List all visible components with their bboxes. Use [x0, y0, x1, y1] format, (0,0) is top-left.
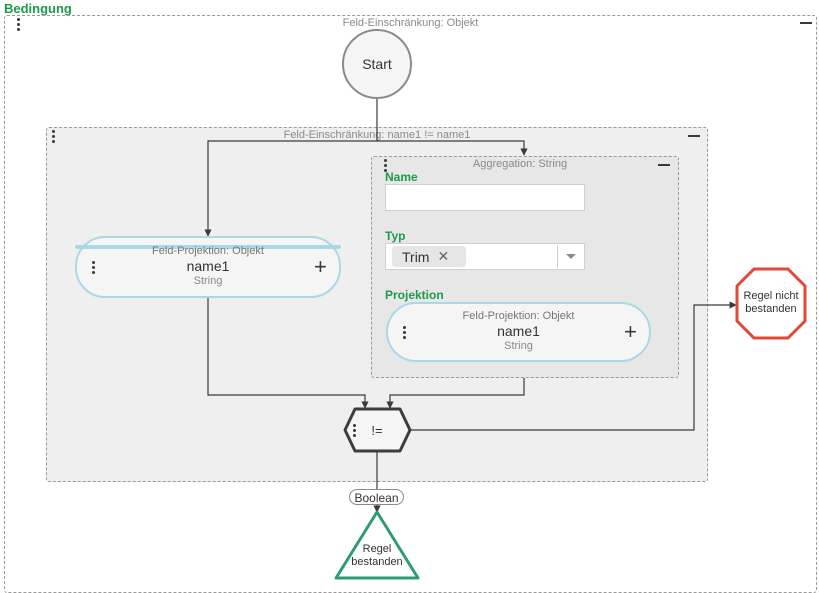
aggregation-projection-name: name1: [497, 323, 540, 339]
aggregation-projection-labels: Feld-Projektion: Objekt name1 String: [386, 310, 651, 352]
outer-constraint-title: Feld-Einschränkung: Objekt: [342, 17, 479, 29]
start-label: Start: [362, 56, 392, 72]
left-projection-menu-icon[interactable]: [90, 261, 96, 274]
start-node: [342, 29, 412, 99]
inner-menu-icon[interactable]: [50, 130, 56, 143]
outer-collapse-icon[interactable]: [800, 22, 812, 24]
typ-chip: Trim ✕: [392, 246, 466, 267]
fail-node: [735, 267, 807, 340]
aggregation-projection-add-icon[interactable]: +: [624, 319, 637, 344]
aggregation-projection-title: Feld-Projektion: Objekt: [462, 310, 575, 322]
left-projection-name: name1: [186, 258, 230, 274]
typ-label: Typ: [385, 229, 406, 243]
aggregation-menu-icon[interactable]: [382, 159, 388, 172]
left-projection-title: Feld-Projektion: Objekt: [152, 245, 264, 257]
select-divider: [557, 245, 558, 268]
left-projection-add-icon[interactable]: +: [314, 254, 327, 279]
inner-collapse-icon[interactable]: [688, 135, 700, 137]
left-projection-labels: Feld-Projektion: Objekt name1 String: [75, 245, 341, 287]
condition-heading: Bedingung: [4, 1, 72, 16]
connector-split-left: [204, 140, 377, 237]
pass-node: [334, 510, 420, 580]
aggregation-projection-type: String: [504, 340, 533, 352]
aggregation-title: Aggregation: String: [472, 158, 568, 170]
boolean-type-badge: Boolean: [349, 489, 404, 505]
outer-menu-icon[interactable]: [15, 18, 21, 31]
fail-label-line2: bestanden: [745, 303, 797, 315]
left-projection-type: String: [193, 275, 223, 287]
connector-aggregation-to-operator: [386, 378, 525, 409]
name-label: Name: [385, 170, 418, 184]
connector-left-projection-to-operator: [207, 298, 369, 409]
connector-split-right: [377, 140, 528, 156]
operator-label: !=: [371, 423, 383, 438]
pass-label-line1: Regel: [362, 543, 392, 555]
fail-label: Regel nicht bestanden: [737, 290, 805, 316]
fail-label-line1: Regel nicht: [743, 290, 799, 302]
projektion-label: Projektion: [385, 288, 444, 302]
chevron-down-icon[interactable]: [566, 254, 576, 259]
chip-remove-icon[interactable]: ✕: [437, 248, 450, 264]
aggregation-projection-node[interactable]: [386, 302, 651, 362]
pass-label: Regel bestanden: [340, 543, 414, 569]
aggregation-collapse-icon[interactable]: [658, 164, 670, 166]
aggregation-projection-menu-icon[interactable]: [401, 326, 407, 339]
pass-label-line2: bestanden: [351, 556, 403, 568]
typ-chip-label: Trim: [402, 248, 430, 265]
operator-menu-icon[interactable]: [351, 424, 357, 437]
name-input[interactable]: [385, 184, 585, 211]
connector-operator-to-fail: [410, 301, 737, 431]
left-projection-text: [75, 245, 341, 249]
operator-node: [343, 407, 412, 453]
